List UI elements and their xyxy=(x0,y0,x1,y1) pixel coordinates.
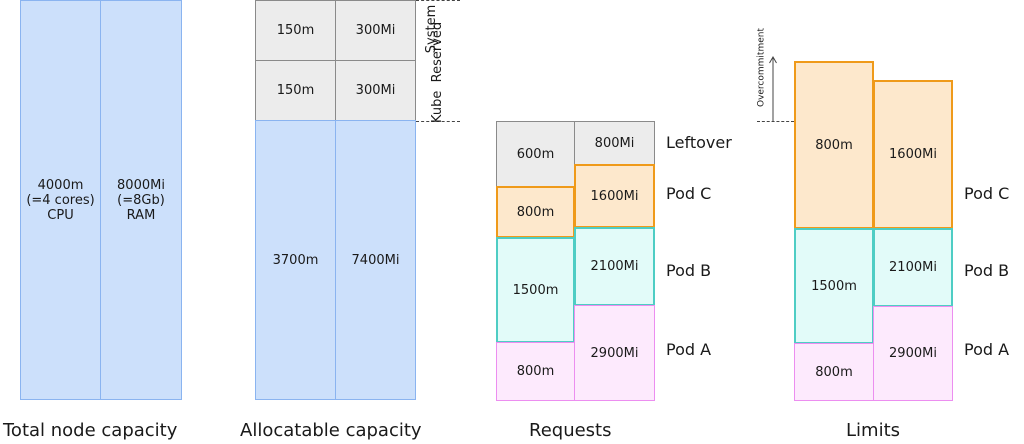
limits-poda-label: Pod A xyxy=(964,340,1010,359)
requests-leftover-cpu: 600m xyxy=(496,121,575,187)
system-reserved-cpu: 150m xyxy=(255,0,336,61)
limits-podc-cpu: 800m xyxy=(794,61,874,229)
limits-podc-cpu-value: 800m xyxy=(815,137,853,153)
limits-podc-ram-value: 1600Mi xyxy=(889,147,937,162)
overcommit-label: Overcommitment xyxy=(756,28,767,108)
total-cpu-block: 4000m (=4 cores) CPU xyxy=(20,0,101,400)
system-reserved-cpu-value: 150m xyxy=(276,23,315,38)
requests-poda-ram: 2900Mi xyxy=(574,305,655,401)
allocatable-ram-value: 7400Mi xyxy=(351,252,400,268)
requests-podb-cpu-value: 1500m xyxy=(512,282,559,298)
kube-reserved-ram: 300Mi xyxy=(335,60,416,121)
requests-podc-ram-value: 1600Mi xyxy=(590,188,639,204)
requests-podb-ram: 2100Mi xyxy=(574,227,655,306)
allocatable-cpu-value: 3700m xyxy=(272,252,319,268)
requests-podb-label: Pod B xyxy=(666,261,712,280)
limits-caption: Limits xyxy=(846,420,900,441)
requests-leftover-cpu-value: 600m xyxy=(516,146,555,162)
limits-poda-cpu: 800m xyxy=(794,343,874,401)
total-caption: Total node capacity xyxy=(3,420,178,441)
requests-poda-label: Pod A xyxy=(666,340,712,359)
total-cpu-text: 4000m (=4 cores) CPU xyxy=(26,177,95,223)
reserved-label: Kube Reserved xyxy=(430,21,445,123)
limits-podb-cpu-value: 1500m xyxy=(811,278,857,294)
requests-podb-cpu: 1500m xyxy=(496,237,575,343)
requests-poda-cpu: 800m xyxy=(496,342,575,401)
requests-podc-cpu-value: 800m xyxy=(516,204,555,220)
requests-podc-cpu: 800m xyxy=(496,186,575,238)
kube-reserved-cpu-value: 150m xyxy=(276,83,315,98)
reserved-dash-bottom xyxy=(416,121,460,122)
overcommit-baseline xyxy=(757,121,794,122)
requests-caption: Requests xyxy=(529,420,612,441)
total-ram-block: 8000Mi (=8Gb) RAM xyxy=(100,0,182,400)
kube-reserved-cpu: 150m xyxy=(255,60,336,121)
limits-podc-ram: 1600Mi xyxy=(873,80,953,229)
requests-leftover-ram: 800Mi xyxy=(574,121,655,165)
total-ram-text: 8000Mi (=8Gb) RAM xyxy=(117,177,165,223)
limits-poda-ram: 2900Mi xyxy=(873,306,953,401)
system-reserved-ram: 300Mi xyxy=(335,0,416,61)
limits-podb-cpu: 1500m xyxy=(794,228,874,344)
allocatable-ram-block: 7400Mi xyxy=(335,120,416,400)
kube-reserved-ram-value: 300Mi xyxy=(355,83,396,98)
overcommit-arrow-icon xyxy=(769,56,777,122)
system-reserved-ram-value: 300Mi xyxy=(355,23,396,38)
requests-leftover-label: Leftover xyxy=(666,133,732,152)
requests-poda-ram-value: 2900Mi xyxy=(590,345,639,361)
allocatable-caption: Allocatable capacity xyxy=(240,420,422,441)
limits-podb-ram-value: 2100Mi xyxy=(889,260,937,275)
requests-leftover-ram-value: 800Mi xyxy=(594,135,635,151)
allocatable-cpu-block: 3700m xyxy=(255,120,336,400)
limits-podb-ram: 2100Mi xyxy=(873,228,953,307)
reserved-dash-top xyxy=(416,0,460,1)
requests-podc-ram: 1600Mi xyxy=(574,164,655,228)
limits-podb-label: Pod B xyxy=(964,261,1010,280)
requests-podc-label: Pod C xyxy=(666,184,712,203)
limits-poda-cpu-value: 800m xyxy=(815,364,853,380)
limits-poda-ram-value: 2900Mi xyxy=(889,346,937,361)
limits-podc-label: Pod C xyxy=(964,184,1010,203)
requests-podb-ram-value: 2100Mi xyxy=(590,259,639,274)
requests-poda-cpu-value: 800m xyxy=(516,364,555,379)
